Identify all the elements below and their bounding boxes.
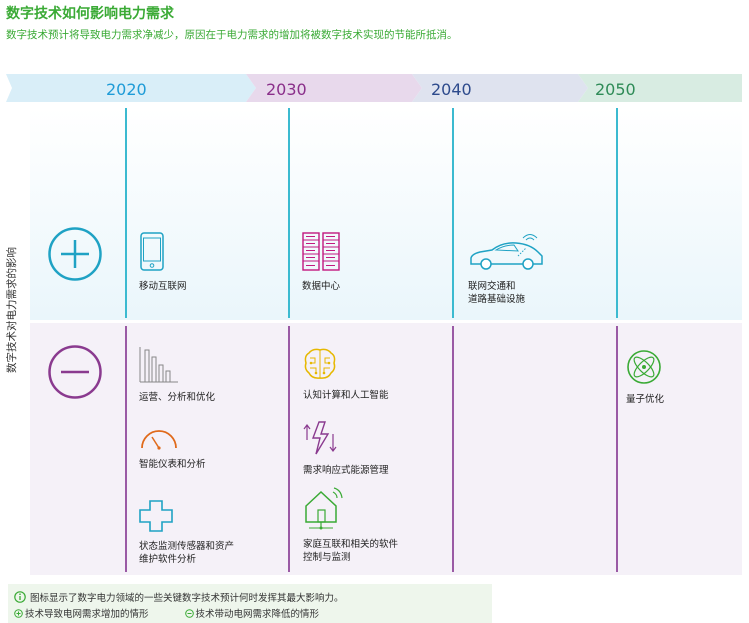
divider-2050-top <box>616 108 618 318</box>
gauge-icon <box>141 430 177 450</box>
year-2050: 2050 <box>595 80 636 99</box>
impact-axis-label: 数字技术对电力需求的影响 <box>6 247 18 373</box>
item-condition-monitoring: 状态监测传感器和资产维护软件分析 <box>139 500 234 566</box>
item-connected-home: 家庭互联和相关的软件控制与监测 <box>303 486 398 564</box>
medical-cross-icon <box>139 500 173 532</box>
divider-2040-bottom <box>452 326 454 572</box>
timeline-segment-2020 <box>6 74 256 102</box>
minus-circle-icon <box>47 344 103 404</box>
info-icon <box>14 590 26 603</box>
item-cognitive-ai: 认知计算和人工智能 <box>303 347 389 402</box>
timeline-bar: 2020 2030 2040 2050 <box>6 74 742 102</box>
year-2030: 2030 <box>266 80 307 99</box>
item-quantum-optimization: 量子优化 <box>626 349 664 406</box>
year-2020: 2020 <box>106 80 147 99</box>
item-smart-meters: 智能仪表和分析 <box>139 426 206 471</box>
divider-2030-bottom <box>288 326 290 572</box>
atom-icon <box>627 350 661 384</box>
smartphone-icon <box>140 232 164 271</box>
smart-home-icon <box>305 487 343 530</box>
page-title: 数字技术如何影响电力需求 <box>6 6 174 22</box>
connected-car-icon <box>470 234 543 270</box>
timeline-segment-2030 <box>246 74 422 102</box>
bar-chart-icon <box>139 347 178 383</box>
increase-band <box>30 108 742 320</box>
server-rack-icon <box>302 232 340 271</box>
divider-2020-bottom <box>125 326 127 572</box>
small-minus-circle-icon <box>184 608 194 618</box>
legend-plus: 技术导致电网需求增加的情形 <box>14 606 149 620</box>
divider-2050-bottom <box>616 326 618 572</box>
item-data-center: 数据中心 <box>302 232 340 293</box>
divider-2030-top <box>288 108 290 318</box>
item-demand-response: 需求响应式能源管理 <box>303 420 389 477</box>
year-2040: 2040 <box>431 80 472 99</box>
divider-2040-top <box>452 108 454 318</box>
page-subtitle: 数字技术预计将导致电力需求净减少，原因在于电力需求的增加将被数字技术实现的节能所… <box>6 29 458 41</box>
item-mobile-internet: 移动互联网 <box>139 232 187 293</box>
legend-box: 图标显示了数字电力领域的一些关键数字技术预计何时发挥其最大影响力。 技术导致电网… <box>8 584 492 623</box>
timeline-segment-2050 <box>578 74 742 102</box>
divider-2020-top <box>125 108 127 318</box>
legend-note: 图标显示了数字电力领域的一些关键数字技术预计何时发挥其最大影响力。 <box>30 592 344 604</box>
lightning-arrows-icon <box>303 421 337 455</box>
item-connected-transport: 联网交通和道路基础设施 <box>468 234 546 306</box>
small-plus-circle-icon <box>14 608 23 618</box>
plus-circle-icon <box>47 226 103 286</box>
item-operations-analytics: 运营、分析和优化 <box>139 347 215 404</box>
brain-icon <box>304 348 336 379</box>
legend-minus: 技术带动电网需求降低的情形 <box>184 606 319 620</box>
timeline-segment-2040 <box>412 74 588 102</box>
